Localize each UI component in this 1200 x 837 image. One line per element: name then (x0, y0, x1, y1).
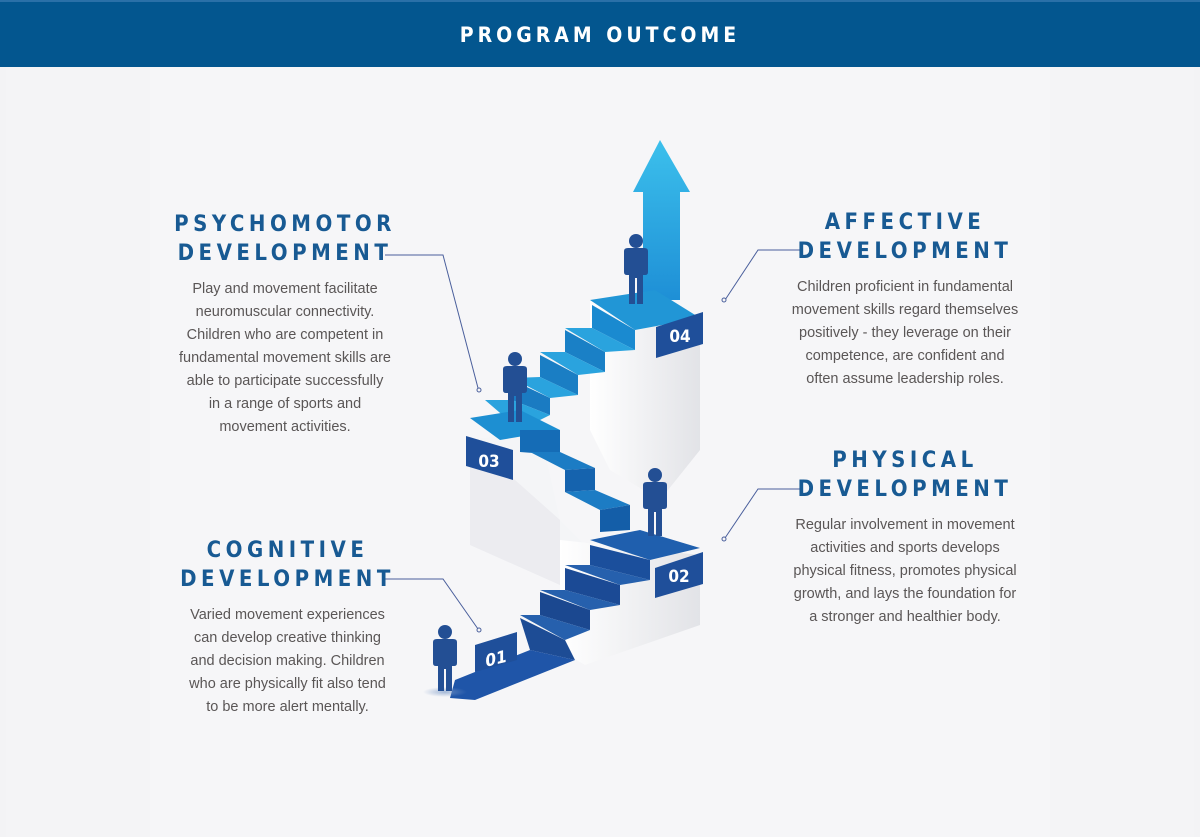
step-tag-03: 03 (466, 436, 513, 480)
section-description: Varied movement experiences can develop … (189, 607, 386, 715)
section-description: Play and movement facilitate neuromuscul… (179, 281, 391, 435)
connector-cognitive (385, 578, 479, 630)
section-affective: AFFECTIVE DEVELOPMENT Children proficien… (775, 208, 1035, 391)
lower-stairs (520, 545, 650, 660)
step-tag-02: 02 (655, 552, 703, 598)
svg-text:01: 01 (485, 647, 506, 672)
header-bar: PROGRAM OUTCOME (0, 0, 1200, 67)
person-icon-level-3 (503, 352, 527, 422)
section-title: AFFECTIVE DEVELOPMENT (797, 210, 1013, 264)
connector-physical (724, 488, 800, 539)
section-description: Regular involvement in movement activiti… (793, 517, 1017, 625)
connector-affective (724, 249, 800, 301)
page-title: PROGRAM OUTCOME (459, 22, 741, 47)
connector-psychomotor (385, 254, 479, 389)
section-title: PHYSICAL DEVELOPMENT (797, 448, 1013, 502)
step-tag-04: 04 (656, 312, 703, 358)
section-title: COGNITIVE DEVELOPMENT (180, 538, 395, 592)
section-description: Children proficient in fundamental movem… (791, 279, 1019, 387)
background-inner-panel (150, 67, 1050, 837)
step-tag-01: 01 (475, 632, 517, 672)
section-psychomotor: PSYCHOMOTOR DEVELOPMENT Play and movemen… (160, 210, 410, 439)
person-icon-level-1 (433, 625, 457, 691)
svg-text:04: 04 (669, 327, 690, 347)
person-icon-level-2 (643, 468, 667, 536)
section-cognitive: COGNITIVE DEVELOPMENT Varied movement ex… (160, 536, 415, 719)
svg-text:03: 03 (478, 452, 499, 472)
section-physical: PHYSICAL DEVELOPMENT Regular involvement… (775, 446, 1035, 629)
person-icon-level-4 (624, 234, 648, 304)
middle-stairs (520, 430, 630, 532)
svg-text:02: 02 (668, 567, 689, 587)
section-title: PSYCHOMOTOR DEVELOPMENT (174, 212, 396, 266)
